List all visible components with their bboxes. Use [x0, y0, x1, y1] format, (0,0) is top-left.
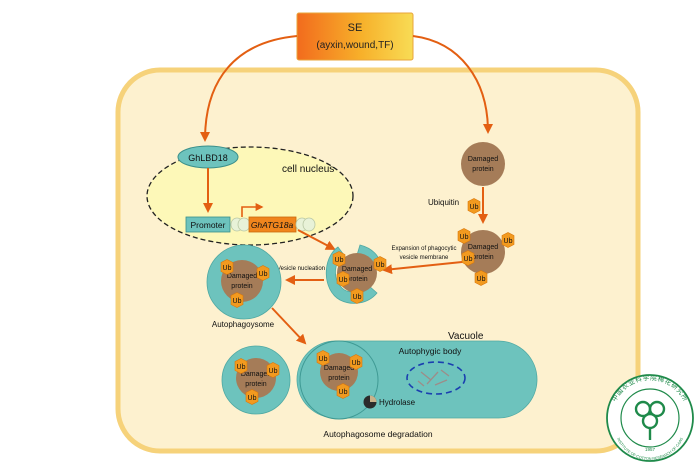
se-title: SE	[348, 22, 363, 34]
degradation-label: Autophagosome degradation	[323, 429, 432, 439]
promoter-label: Promoter	[191, 220, 226, 230]
svg-text:protein: protein	[346, 276, 368, 283]
ub-tag-ubiquitin: Ub	[467, 198, 481, 214]
svg-text:Ub: Ub	[223, 265, 232, 272]
hydrolase-label: Hydrolase	[379, 398, 416, 407]
gene-construct: Promoter GhATG18a	[185, 203, 316, 233]
ghlbd18-label: GhLBD18	[188, 153, 228, 163]
svg-text:Ub: Ub	[259, 271, 268, 278]
svg-text:protein: protein	[472, 166, 494, 173]
arrow-to-vacuole	[271, 307, 307, 345]
phagophore-forming: Damaged protein Ub Ub Ub Ub	[325, 244, 387, 304]
expansion-label-line2: vesicle membrane	[400, 255, 449, 261]
svg-text:protein: protein	[245, 381, 267, 388]
hydrolase-icon	[363, 395, 377, 409]
svg-text:Damaged: Damaged	[342, 266, 372, 273]
institute-logo: 中国农业科学院棉花研究所 INSTITUTE OF COTTON RESEARC…	[606, 373, 694, 462]
se-subtitle: (ayxin,wound,TF)	[316, 40, 393, 51]
svg-text:Damaged: Damaged	[227, 273, 257, 280]
svg-text:Ub: Ub	[339, 277, 348, 284]
logo-year: 1957	[645, 447, 656, 452]
expansion-label-line1: Expansion of phagocytic	[391, 246, 456, 252]
svg-text:Damaged: Damaged	[241, 371, 271, 378]
svg-text:protein: protein	[472, 254, 494, 261]
svg-text:Damaged: Damaged	[324, 365, 354, 372]
ubiquitin-label: Ubiquitin	[428, 198, 459, 207]
autophagic-body-label: Autophygic body	[399, 346, 463, 356]
svg-text:Ub: Ub	[353, 294, 362, 301]
svg-text:Ub: Ub	[460, 234, 469, 241]
se-signal-box: SE (ayxin,wound,TF)	[296, 12, 414, 61]
autophagosome-label: Autophagoysome	[212, 320, 275, 329]
promoter-box	[185, 216, 231, 233]
svg-text:Ub: Ub	[477, 276, 486, 283]
svg-text:Ub: Ub	[335, 257, 344, 264]
vesicle-nucleation-label: Vesicle nucleation	[277, 266, 325, 272]
svg-text:Ub: Ub	[269, 368, 278, 375]
nucleus-label: cell nucleus	[282, 164, 334, 175]
svg-text:Damaged: Damaged	[468, 244, 498, 251]
gene-label: GhATG18a	[251, 220, 294, 230]
arrow-se-to-protein	[412, 35, 493, 134]
svg-text:Ub: Ub	[339, 389, 348, 396]
svg-text:protein: protein	[231, 283, 253, 290]
vacuole-label: Vacuole	[448, 331, 484, 342]
svg-text:Ub: Ub	[233, 298, 242, 305]
arrow-expansion	[382, 261, 463, 275]
arrow-se-to-nucleus	[200, 35, 298, 142]
arrow-gene-to-vesicle	[297, 229, 336, 250]
svg-text:Ub: Ub	[319, 356, 328, 363]
svg-text:Ub: Ub	[464, 256, 473, 263]
protein-in-vacuole: Damaged protein Ub Ub Ub	[316, 350, 363, 399]
cotton-boll-icon	[634, 400, 666, 440]
svg-text:Ub: Ub	[376, 262, 385, 269]
autophagic-body	[406, 361, 466, 395]
fusing-autophagosome: Damaged protein Ub Ub Ub	[234, 358, 280, 405]
ubiquitinated-protein: Damaged protein Ub Ub Ub Ub	[457, 228, 515, 286]
autophagosome: Damaged protein Ub Ub Ub	[206, 244, 282, 320]
svg-text:Ub: Ub	[504, 238, 513, 245]
svg-text:Ub: Ub	[237, 364, 246, 371]
svg-text:Ub: Ub	[352, 360, 361, 367]
svg-text:Ub: Ub	[470, 204, 479, 211]
svg-text:Damaged: Damaged	[468, 156, 498, 163]
svg-text:protein: protein	[328, 375, 350, 382]
damaged-protein-free: Damaged protein	[461, 142, 505, 186]
transcription-start-arrow	[241, 203, 264, 217]
svg-text:Ub: Ub	[248, 395, 257, 402]
